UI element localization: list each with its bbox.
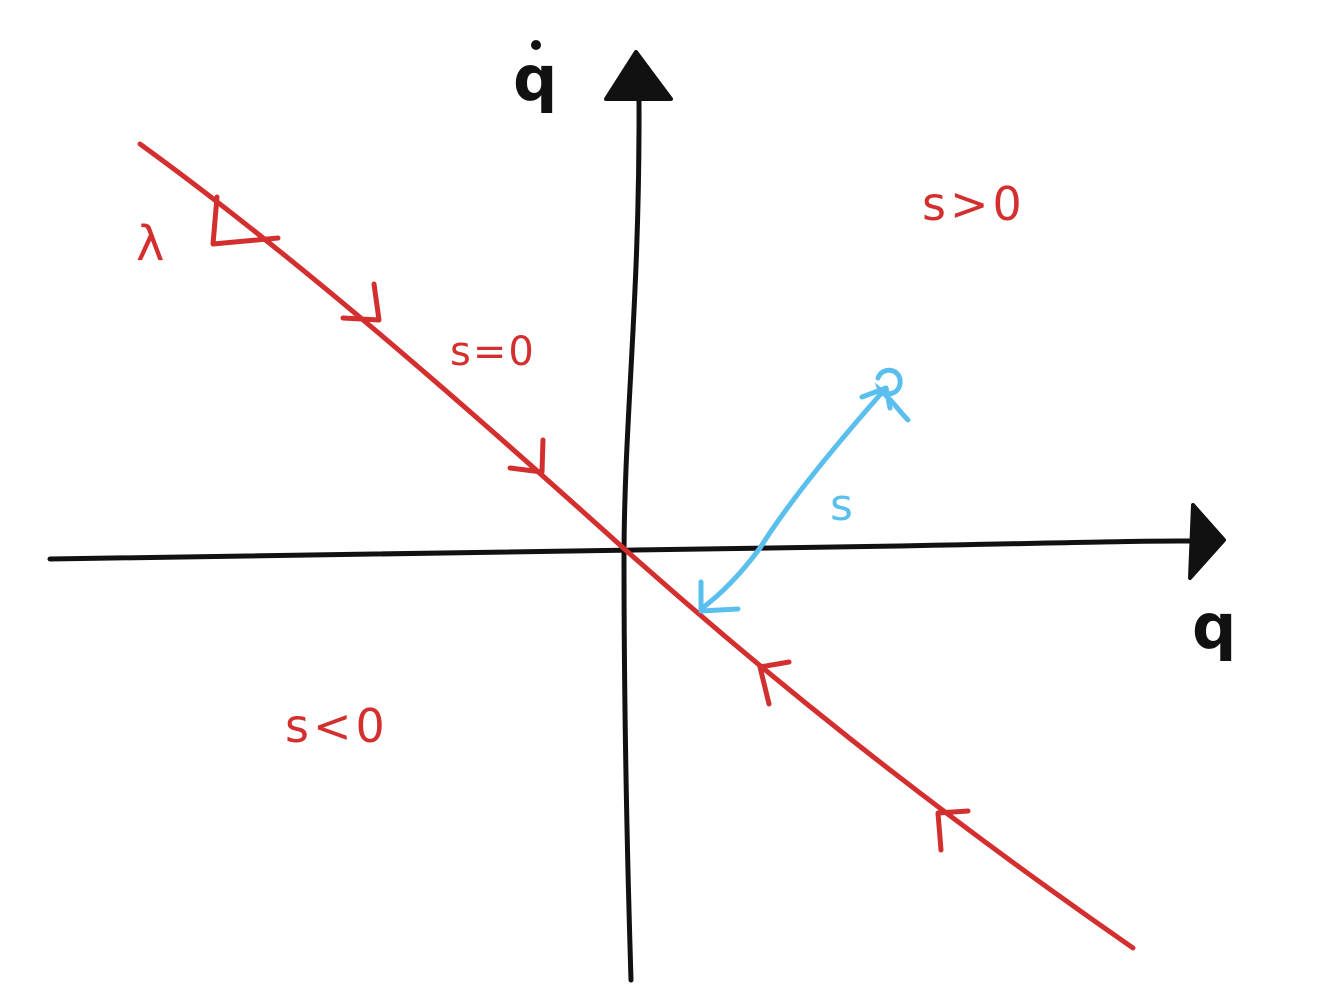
positive-region-label: s>0 — [922, 177, 1026, 231]
direction-arrow-icon — [340, 281, 382, 323]
q-axis-arrowhead — [1188, 503, 1226, 580]
direction-arrow-icon — [935, 808, 971, 853]
q-axis-label: q — [1192, 590, 1236, 663]
negative-region-label: s<0 — [285, 699, 389, 753]
surface-label: s=0 — [450, 329, 536, 375]
state-point-icon — [874, 367, 911, 423]
q-dot-axis-arrowhead — [604, 50, 673, 101]
distance-arrow — [698, 385, 889, 612]
q-dot-accent — [531, 40, 541, 50]
q-dot-axis-label: q — [513, 42, 557, 115]
distance-arrowhead-icon — [698, 579, 741, 614]
direction-arrow-icon — [757, 659, 792, 707]
lambda-label: λ — [136, 216, 164, 272]
slope-triangle-icon — [210, 194, 281, 247]
distance-label: s — [830, 480, 853, 531]
q-dot-axis — [621, 97, 642, 983]
direction-arrow-icon — [507, 437, 546, 475]
q-axis — [47, 538, 1203, 562]
